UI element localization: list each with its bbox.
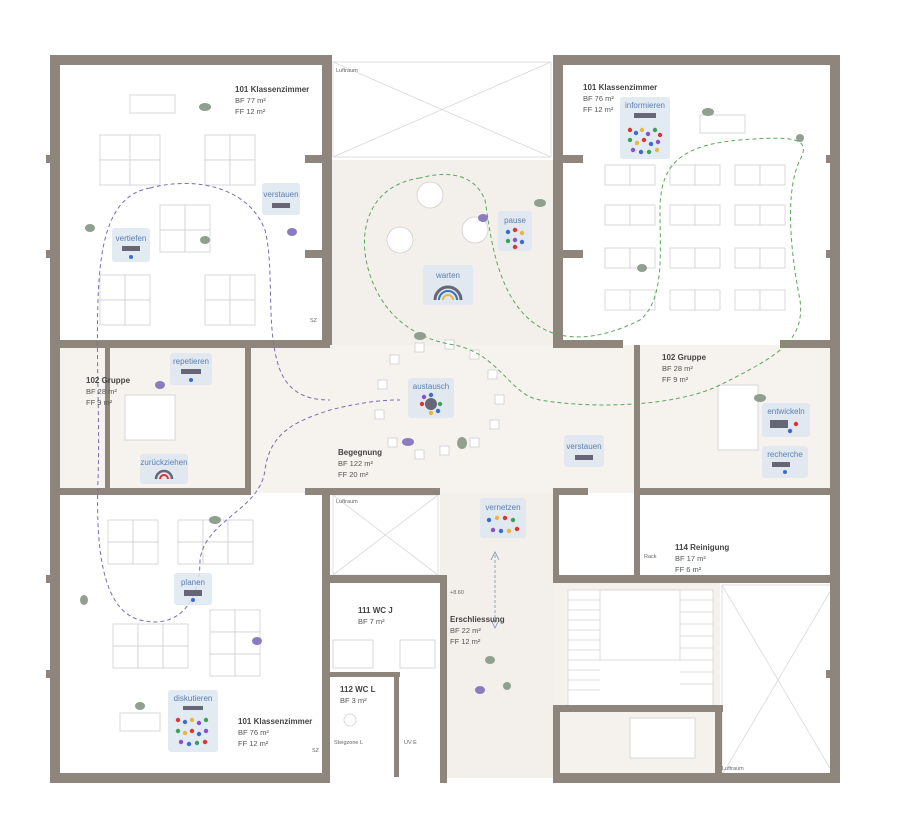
svg-text:informieren: informieren [625,101,665,110]
room-erschliessung: Erschliessung BF 22 m² FF 12 m² [450,615,505,646]
svg-text:111 WC J: 111 WC J [358,606,393,615]
svg-text:pause: pause [504,216,526,225]
svg-text:warten: warten [435,271,460,280]
room-wc-l: 112 WC L BF 3 m² [340,685,376,705]
svg-text:BF 28 m²: BF 28 m² [86,387,117,396]
label-rack: Rack [644,554,657,560]
label-sz-bottom: SZ [312,748,320,754]
svg-text:vertiefen: vertiefen [116,234,147,243]
svg-text:BF 22 m²: BF 22 m² [450,626,481,635]
svg-text:101 Klassenzimmer: 101 Klassenzimmer [583,83,657,92]
room-wc-j: 111 WC J BF 7 m² [358,606,393,626]
tag-planen: planen [174,573,212,605]
label-luftraum-top: Luftraum [336,68,358,74]
svg-text:FF 20 m²: FF 20 m² [338,470,369,479]
seating-circle [374,339,505,460]
movement-path-green [363,137,804,406]
svg-text:FF 12 m²: FF 12 m² [583,105,614,114]
svg-text:FF 6 m²: FF 6 m² [675,565,702,574]
svg-text:101 Klassenzimmer: 101 Klassenzimmer [238,717,312,726]
tag-verstauen-nw: verstauen [262,183,300,215]
svg-text:BF 3 m²: BF 3 m² [340,696,367,705]
tag-austausch: austausch [408,378,454,418]
tag-verstauen-center: verstauen [564,435,604,467]
wc-fixtures [332,639,696,759]
svg-text:entwickeln: entwickeln [767,407,804,416]
tag-repetieren: repetieren [170,353,212,385]
vertical-arrow [490,551,500,629]
tag-warten: warten [423,265,473,305]
svg-text:FF 12 m²: FF 12 m² [238,739,269,748]
room-class-nw: 101 Klassenzimmer BF 77 m² FF 12 m² [235,85,309,116]
room-reinigung: 114 Reinigung BF 17 m² FF 6 m² [675,543,729,574]
svg-text:114 Reinigung: 114 Reinigung [675,543,729,552]
svg-text:BF 7 m²: BF 7 m² [358,617,385,626]
svg-text:recherche: recherche [767,450,803,459]
label-luftraum-mid: Luftraum [336,499,358,505]
tag-vertiefen: vertiefen [112,228,150,262]
walls [46,55,840,783]
tag-vernetzen: vernetzen [480,498,526,538]
svg-text:Begegnung: Begegnung [338,448,382,457]
svg-text:112 WC L: 112 WC L [340,685,376,694]
svg-text:BF 122 m²: BF 122 m² [338,459,374,468]
svg-text:BF 17 m²: BF 17 m² [675,554,706,563]
room-class-ne: 101 Klassenzimmer BF 76 m² FF 12 m² [583,83,657,114]
svg-text:FF 12 m²: FF 12 m² [235,107,266,116]
person-figures [80,103,804,710]
svg-text:BF 77 m²: BF 77 m² [235,96,266,105]
svg-text:FF 9 m²: FF 9 m² [662,375,689,384]
tag-zurueckziehen: zurückziehen [140,454,188,484]
desks-nw [99,94,256,326]
svg-text:zurückziehen: zurückziehen [140,458,187,467]
tag-diskutieren: diskutieren [168,690,218,752]
void-luftraum-top [332,61,552,158]
svg-text:austausch: austausch [413,382,449,391]
svg-text:101 Klassenzimmer: 101 Klassenzimmer [235,85,309,94]
void-luftraum-mid [332,494,439,576]
desks-ne [604,114,786,311]
group-tables [124,181,759,451]
room-group-west: 102 Gruppe BF 28 m² FF 9 m² [86,376,131,407]
void-luftraum-br [721,584,835,776]
svg-text:diskutieren: diskutieren [174,694,213,703]
svg-text:FF 12 m²: FF 12 m² [450,637,481,646]
svg-text:BF 76 m²: BF 76 m² [583,94,614,103]
svg-text:vernetzen: vernetzen [485,503,520,512]
svg-text:102 Gruppe: 102 Gruppe [662,353,707,362]
svg-text:verstauen: verstauen [263,190,298,199]
desks-sw [107,519,261,732]
label-sz-top: SZ [310,318,318,324]
svg-text:verstauen: verstauen [566,442,601,451]
svg-text:BF 76 m²: BF 76 m² [238,728,269,737]
svg-text:planen: planen [181,578,205,587]
svg-text:102 Gruppe: 102 Gruppe [86,376,131,385]
room-group-east: 102 Gruppe BF 28 m² FF 9 m² [662,353,707,384]
movement-path-purple [96,182,401,623]
svg-text:BF 28 m²: BF 28 m² [662,364,693,373]
room-begegnung: Begegnung BF 122 m² FF 20 m² [338,448,382,479]
label-steigzone: Steigzone L [334,740,363,746]
svg-text:FF 9 m²: FF 9 m² [86,398,113,407]
label-uv: UV E [404,740,417,746]
staircase [567,589,714,711]
tag-pause: pause [498,211,532,251]
svg-text:Erschliessung: Erschliessung [450,615,505,624]
tag-informieren: informieren [620,97,670,159]
label-level: +8.60 [450,590,464,596]
room-class-sw: 101 Klassenzimmer BF 76 m² FF 12 m² [238,717,312,748]
tag-entwickeln: entwickeln [762,403,810,437]
svg-text:repetieren: repetieren [173,357,209,366]
label-luftraum-br: Luftraum [722,766,744,772]
tag-recherche: recherche [762,446,808,478]
